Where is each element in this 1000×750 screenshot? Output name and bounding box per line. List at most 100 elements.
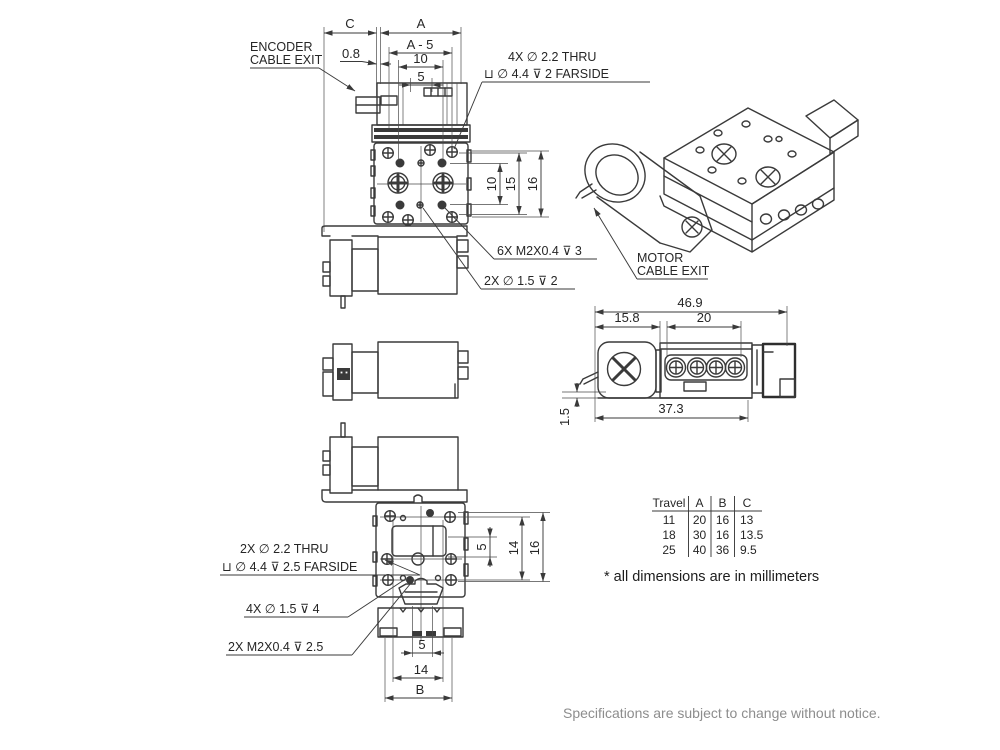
front-elevation-view [355,82,471,143]
plan-right-dimensions: 10 15 16 [450,150,549,218]
tapped-hole [395,200,405,210]
screw-icon [446,145,458,159]
drive-screw-icon [386,171,410,195]
screw-icon [724,357,746,378]
dowel-hole [416,201,424,209]
dim-10-label: 10 [413,51,427,66]
callout-cbore-top-1: 4X ∅ 2.2 THRU [508,50,596,64]
bottom-dimensions: 5 14 16 5 14 B [384,512,550,702]
motor-body [329,239,353,297]
screw-icon [445,574,457,586]
dovetail-clamp [398,577,444,605]
iso-drive-screws [711,143,781,188]
motor-front-view [321,225,469,309]
dim-bot5-label: 5 [418,637,425,652]
dim-469-label: 46.9 [677,295,702,310]
screw-icon [444,511,456,523]
travel-table: Travel A B C 11 20 16 13 18 30 16 13.5 2… [652,496,764,557]
callout-cbore-top-2: ⊔ ∅ 4.4 ⊽ 2 FARSIDE [484,67,609,81]
plan-view [370,142,472,227]
motor-exit-label-2: CABLE EXIT [637,264,710,278]
encoder-exit-label-2: CABLE EXIT [250,53,323,67]
table-header-travel: Travel [653,496,686,510]
screw-icon [382,146,394,160]
table-header-b: B [718,496,726,510]
side-dimension-view: 46.9 15.8 20 37.3 1.5 [557,295,797,426]
top-dimensions: C A A - 5 0.8 10 5 [323,16,462,232]
table-cell: 9.5 [740,543,757,557]
bottom-window [391,525,447,557]
table-cell: 36 [716,543,730,557]
callout-dowel-top: 2X ∅ 1.5 ⊽ 2 [484,274,558,288]
table-cell: 20 [693,513,707,527]
screw-icon [665,357,687,378]
screw-icon [382,574,394,586]
screw-icon [402,213,414,227]
screw-icon [445,553,457,565]
footer-note: Specifications are subject to change wit… [563,705,881,721]
callout-cbore-bot-2: ⊔ ∅ 4.4 ⊽ 2.5 FARSIDE [222,560,357,574]
table-cell: 13 [740,513,754,527]
motor-pin [340,422,346,438]
dim-botr16-label: 16 [527,541,542,555]
encoder-exit-label-1: ENCODER [250,40,313,54]
screw-icon [384,510,396,522]
units-note: * all dimensions are in millimeters [604,569,819,585]
dowel-hole [417,159,425,167]
side-elevation-flipped-view [321,422,468,503]
callout-tap-top: 6X M2X0.4 ⊽ 3 [497,244,582,258]
motor-body [329,436,353,494]
screw-icon [686,357,708,378]
table-row: 18 30 16 13.5 [662,528,763,542]
tapped-hole [406,576,414,584]
connector-block [761,342,797,399]
table-row: 11 20 16 13 [663,513,754,527]
table-cell: 11 [663,513,676,527]
motor-wire [579,371,599,385]
motor-pin [340,295,346,309]
motor-cable [575,183,597,199]
bottom-callouts: 2X ∅ 2.2 THRU ⊔ ∅ 4.4 ⊽ 2.5 FARSIDE 4X ∅… [220,542,421,656]
iso-gearbox-screw [681,216,703,238]
table-cell: 30 [693,528,707,542]
tapped-hole [437,158,447,168]
dim-c-label: C [345,16,354,31]
table-header-c: C [743,496,752,510]
screw-icon [446,210,458,224]
table-cell: 40 [693,543,707,557]
dim-plan15-label: 15 [503,177,518,191]
dim-offset-label: 0.8 [342,46,360,61]
screw-icon [705,357,727,378]
dim-a5-label: A - 5 [407,37,434,52]
dim-a-label: A [417,16,426,31]
dim-botr14-label: 14 [506,541,521,555]
tapped-hole [426,509,434,517]
side-elevation-view [322,341,469,401]
carriage-block [377,607,464,638]
dim-5-label: 5 [417,69,424,84]
screw-icon [424,143,436,157]
dim-plan10-label: 10 [484,177,499,191]
dim-bot14-label: 14 [414,662,428,677]
tapped-hole [395,158,405,168]
callout-cbore-bot-1: 2X ∅ 2.2 THRU [240,542,328,556]
table-cell: 16 [716,528,730,542]
dim-158-label: 15.8 [614,310,639,325]
dim-15-wire-label: 1.5 [557,408,572,426]
top-plate-edge [371,124,471,143]
callout-dowel-bot: 4X ∅ 1.5 ⊽ 4 [246,602,320,616]
table-cell: 16 [716,513,730,527]
dim-plan16-label: 16 [525,177,540,191]
iso-motor [575,143,713,253]
dim-373-label: 37.3 [658,401,683,416]
screw-icon [382,210,394,224]
drive-screw-icon [431,171,455,195]
table-cell: 25 [662,543,676,557]
iso-side-screws [759,198,825,225]
top-callouts: ENCODER CABLE EXIT 4X ∅ 2.2 THRU ⊔ ∅ 4.4… [250,40,650,290]
table-row: 25 40 36 9.5 [662,543,757,557]
motor-screw-icon [606,351,642,387]
iso-top-holes [695,120,797,185]
